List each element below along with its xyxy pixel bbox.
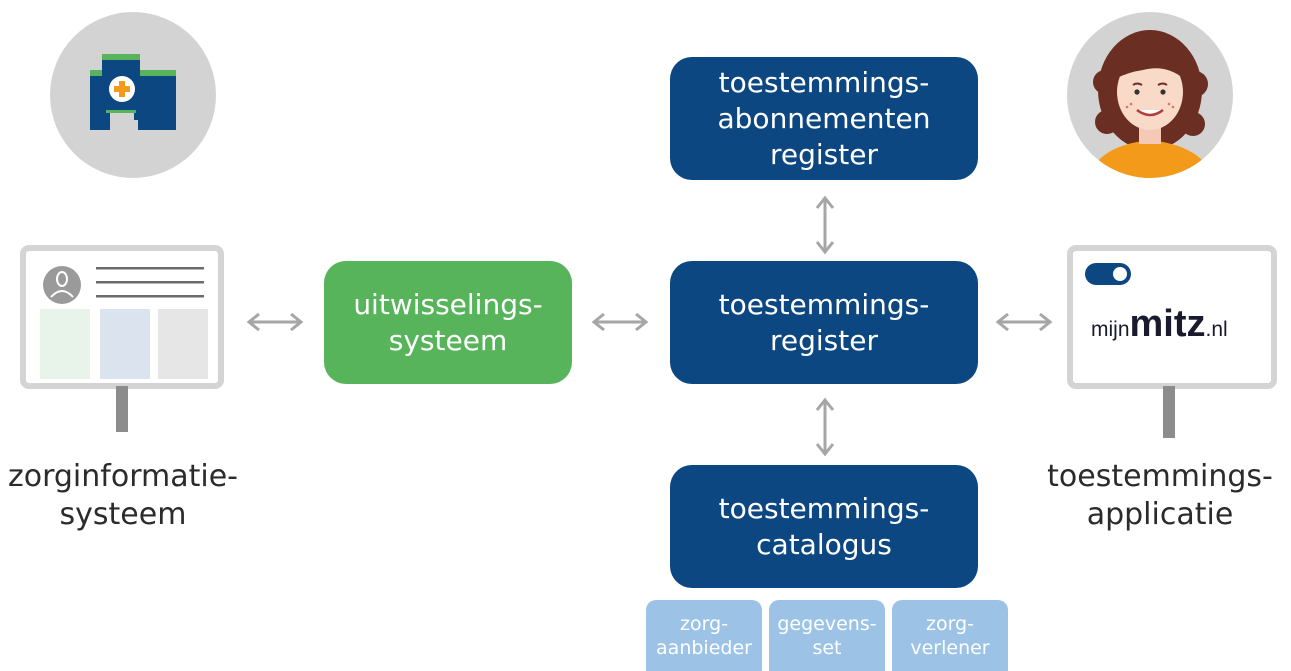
app-caption-line-1: toestemmings- (1047, 459, 1273, 494)
zis-caption-line-2: systeem (59, 497, 187, 532)
arrow-register-catalogue (815, 397, 835, 457)
tag-dataset-line-1: gegevens- (777, 612, 877, 635)
consent-register-line-2: register (770, 323, 878, 357)
app-caption-line-2: applicatie (1086, 497, 1234, 532)
arrow-zis-exchange (246, 312, 304, 332)
app-logo: mijnmitz.nl (1091, 303, 1228, 346)
person-avatar (1067, 12, 1233, 178)
exchange-line-1: uitwisselings- (353, 287, 543, 321)
catalogue-line-1: toestemmings- (718, 491, 930, 525)
hospital-avatar (50, 12, 216, 178)
consent-register-line-1: toestemmings- (718, 287, 930, 321)
consent-register-box: toestemmings- register (670, 261, 978, 384)
tag-care-provider-line-1: zorg- (680, 612, 728, 635)
tag-care-professional-line-1: zorg- (926, 612, 974, 635)
app-logo-brand: mitz (1129, 303, 1206, 345)
arrow-subscriptions-register (815, 195, 835, 255)
tag-care-professional-line-2: verlener (910, 636, 990, 659)
zis-caption: zorginformatie- systeem (0, 458, 246, 534)
tag-care-provider-line-2: aanbieder (656, 636, 752, 659)
app-logo-suffix: .nl (1205, 318, 1228, 341)
tag-care-professional: zorg- verlener (892, 600, 1008, 671)
consent-catalogue-box: toestemmings- catalogus (670, 465, 978, 588)
app-caption: toestemmings- applicatie (1040, 458, 1280, 534)
exchange-system-box: uitwisselings- systeem (324, 261, 572, 384)
subscriptions-line-2: abonnementen (717, 101, 931, 135)
zis-caption-line-1: zorginformatie- (7, 459, 238, 494)
arrow-exchange-register (591, 312, 649, 332)
hospital-icon (90, 54, 176, 130)
subscriptions-line-1: toestemmings- (718, 65, 930, 99)
exchange-line-2: systeem (388, 323, 508, 357)
tag-dataset: gegevens- set (769, 600, 885, 671)
subscriptions-line-3: register (770, 137, 878, 171)
app-monitor-icon (1067, 245, 1277, 438)
arrow-register-app (995, 312, 1053, 332)
person-icon (1089, 30, 1213, 178)
tag-dataset-line-2: set (812, 636, 842, 659)
app-logo-prefix: mijn (1091, 318, 1130, 341)
tag-care-provider: zorg- aanbieder (646, 600, 762, 671)
zis-monitor-icon (20, 245, 224, 432)
subscriptions-register-box: toestemmings- abonnementen register (670, 57, 978, 180)
catalogue-line-2: catalogus (756, 527, 892, 561)
